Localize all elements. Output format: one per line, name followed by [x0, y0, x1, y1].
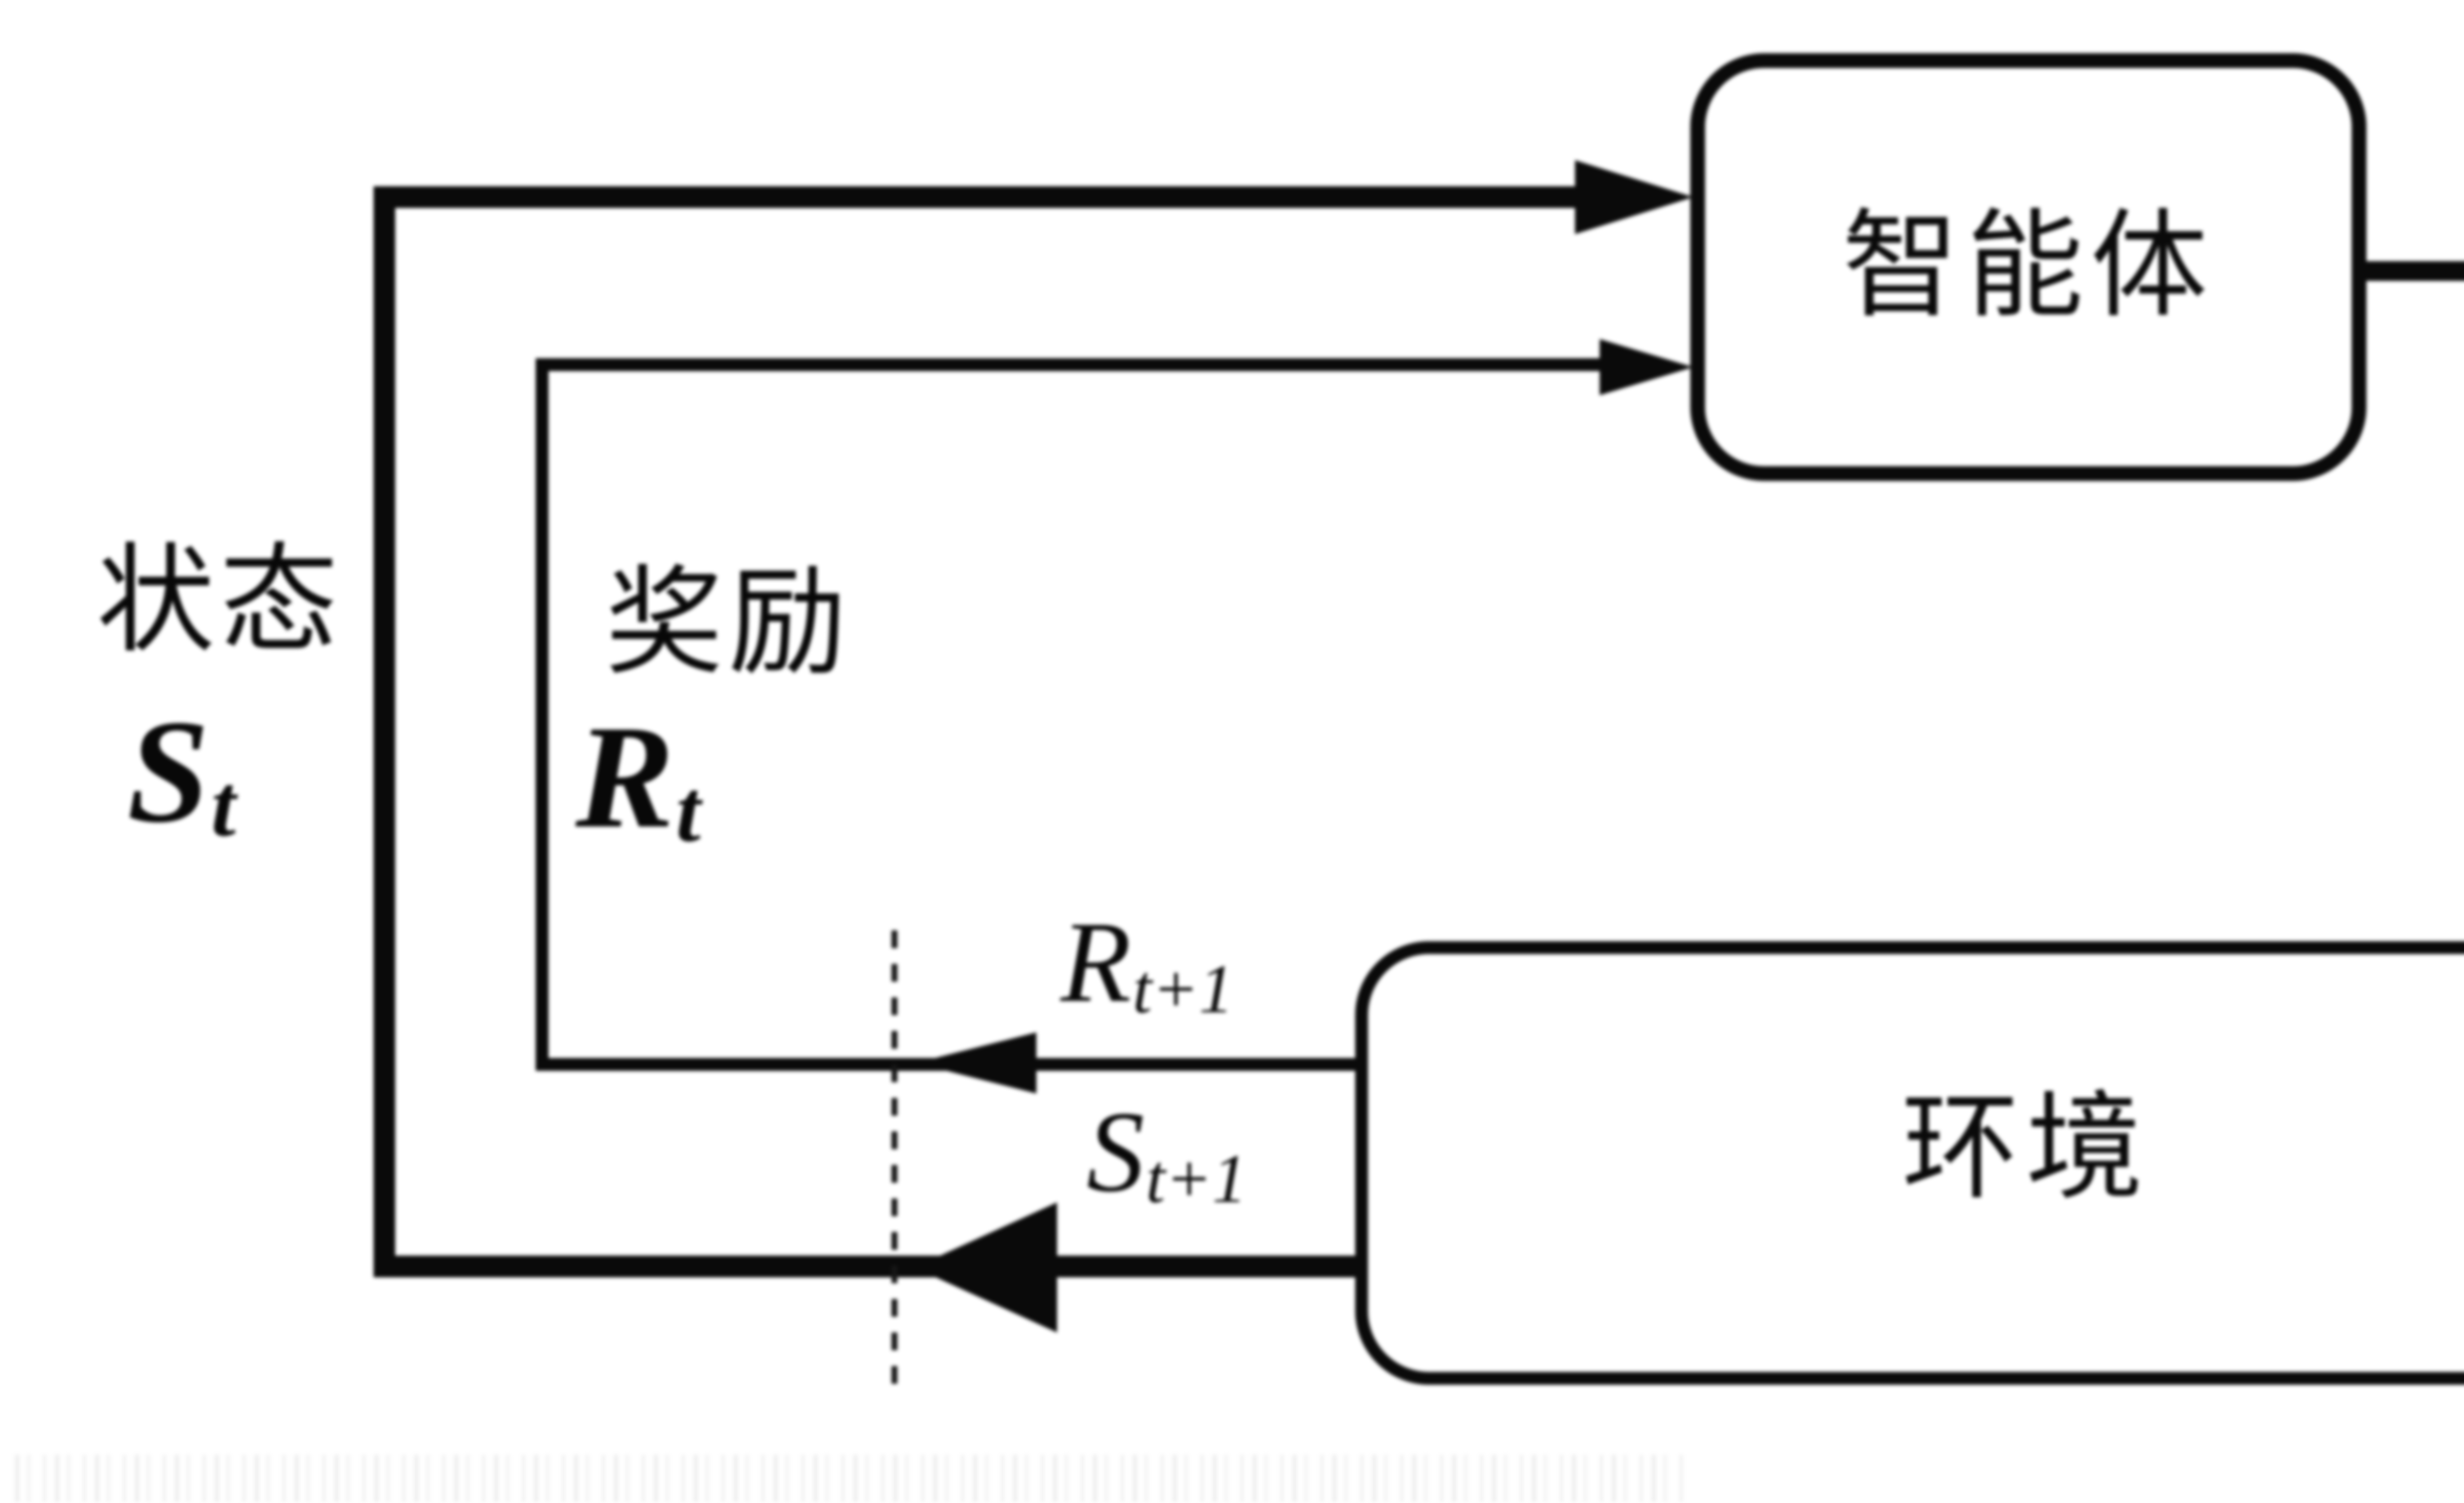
action-line-top: [2365, 261, 2464, 281]
state-symbol: St: [127, 697, 236, 850]
state-line-top: [374, 186, 1587, 208]
state-name-label: 状态: [97, 536, 343, 667]
reward-line-vertical: [536, 358, 548, 1071]
reward-symbol-subscript: t: [676, 761, 701, 860]
next-reward-symbol-letter: R: [1061, 898, 1131, 1026]
next-reward-symbol-subscript: t+1: [1132, 950, 1234, 1027]
environment-box-label: 环境: [1902, 1084, 2150, 1214]
reward-name-label: 奖励: [605, 558, 852, 689]
environment-box: 环境: [1355, 941, 2464, 1385]
time-boundary-dashed-line: [891, 930, 897, 1397]
next-state-symbol-subscript: t+1: [1146, 1140, 1247, 1217]
next-state-symbol-letter: S: [1087, 1088, 1145, 1216]
next-state-arrowhead-icon: [914, 1202, 1057, 1332]
agent-box: 智能体: [1690, 53, 2366, 481]
state-arrowhead-icon: [1575, 160, 1693, 234]
state-line-vertical: [374, 186, 395, 1277]
reward-symbol-letter: R: [576, 695, 675, 858]
state-symbol-subscript: t: [211, 756, 236, 854]
next-reward-arrowhead-icon: [916, 1032, 1036, 1093]
agent-box-label: 智能体: [1842, 202, 2215, 332]
reward-line-top: [536, 358, 1602, 371]
state-line-bottom: [374, 1256, 1355, 1277]
reward-symbol: Rt: [576, 703, 701, 855]
reward-arrowhead-icon: [1600, 339, 1693, 395]
cropped-caption-fragment: [15, 1455, 1690, 1502]
next-state-symbol: St+1: [1087, 1094, 1247, 1214]
next-reward-symbol: Rt+1: [1061, 904, 1233, 1024]
state-symbol-letter: S: [127, 689, 209, 853]
